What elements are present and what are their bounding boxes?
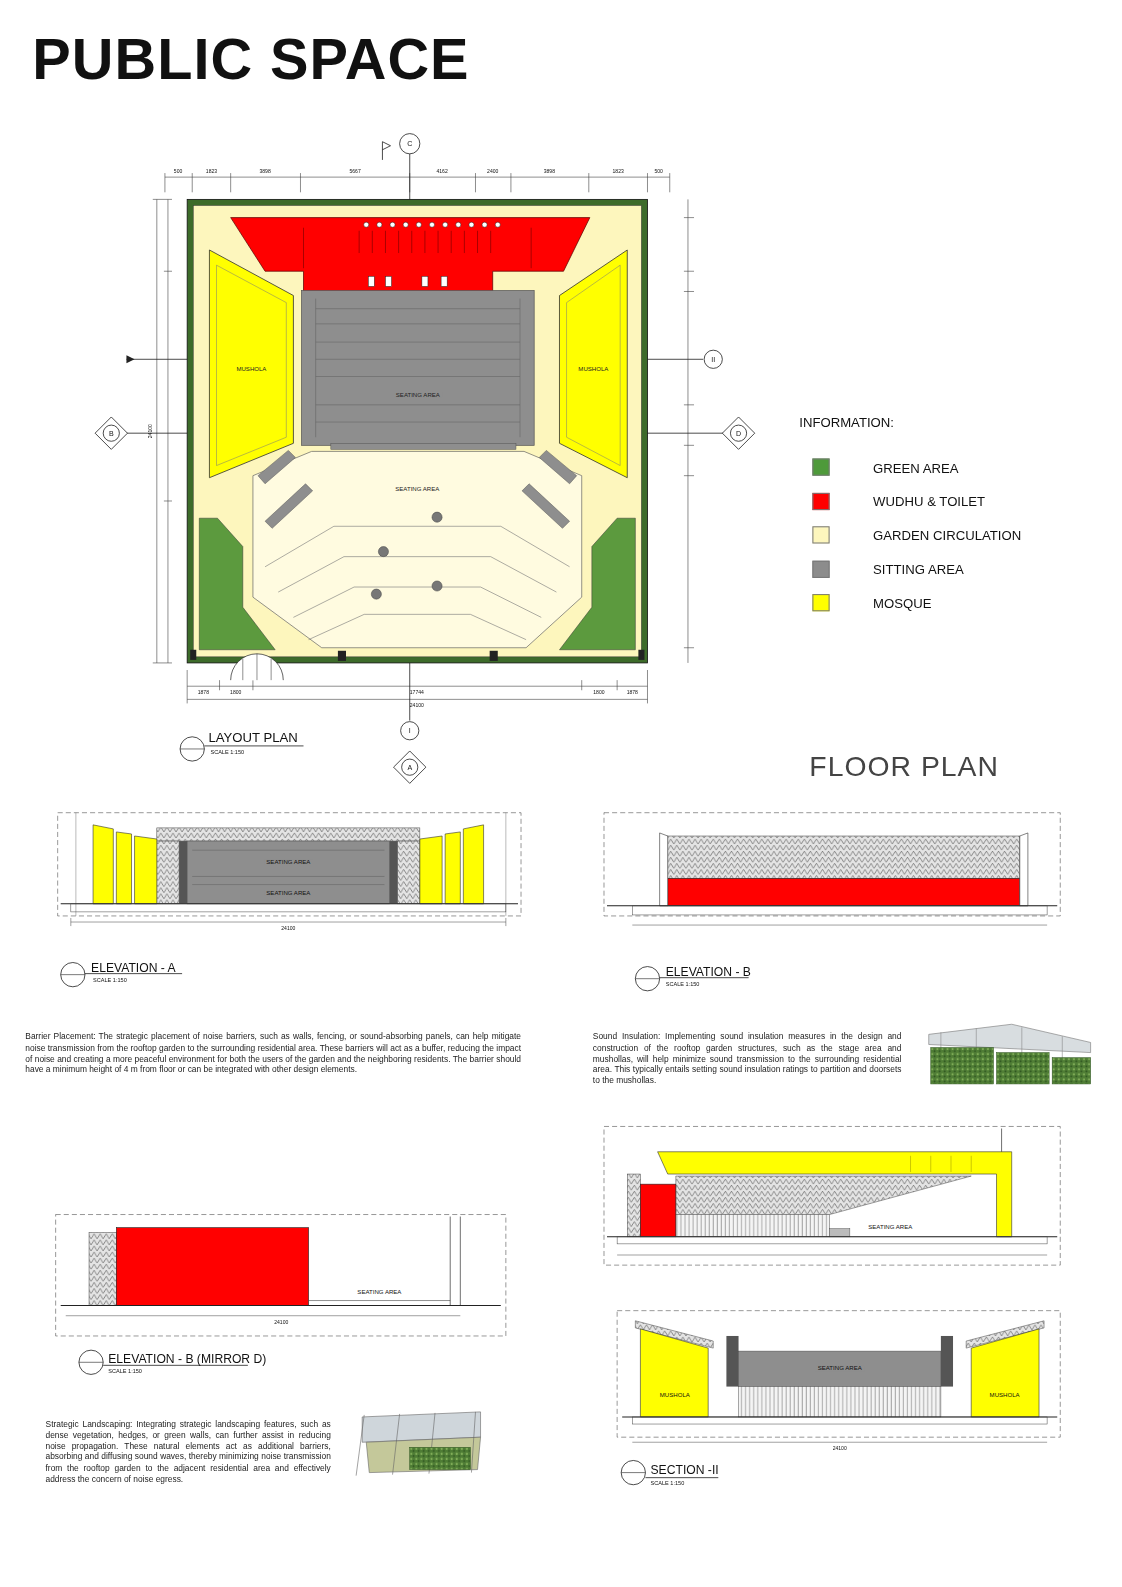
area-label: SEATING AREA (264, 859, 312, 865)
dimension: 5667 (349, 169, 360, 174)
zone-label: SEATING AREA (394, 392, 442, 398)
dimension: 3898 (259, 169, 270, 174)
drawing-title: SECTION -II (651, 1463, 719, 1475)
plan-zone: SEATING AREA (253, 451, 582, 647)
area-label: SEATING AREA (264, 890, 312, 896)
area-label: MUSHOLA (658, 1392, 692, 1398)
design-note: Strategic Landscaping: Integrating strat… (46, 1419, 331, 1484)
plan-zone: MUSHOLA (559, 296, 627, 444)
scale-note: SCALE 1:150 (93, 978, 127, 984)
area-label: SEATING AREA (866, 1224, 914, 1230)
legend-text: SITTING AREA (873, 563, 964, 576)
section-marker: A (407, 764, 412, 771)
dimension: 1800 (230, 690, 241, 695)
dimension: 1878 (198, 690, 209, 695)
dimension: 1878 (627, 690, 638, 695)
zone-label: MUSHOLA (234, 366, 268, 372)
dimension: 1823 (206, 169, 217, 174)
legend-swatch (812, 458, 829, 475)
legend-swatch (812, 526, 829, 543)
zone-label: SEATING AREA (393, 486, 441, 492)
section-marker: II (711, 356, 715, 363)
scale-note: SCALE 1:150 (651, 1481, 685, 1487)
scale-note: SCALE 1:150 (666, 982, 700, 988)
legend-text: GREEN AREA (873, 461, 959, 474)
drawing-title: ELEVATION - B (666, 966, 751, 978)
dimension: 500 (174, 169, 182, 174)
dimension: 3898 (544, 169, 555, 174)
dimension: 1823 (613, 169, 624, 174)
plan-zone: SEATING AREA (301, 290, 534, 445)
dimension: 1800 (593, 690, 604, 695)
legend-swatch (812, 492, 829, 509)
area-label: SEATING AREA (355, 1289, 403, 1295)
drawing-title: ELEVATION - B (MIRROR D) (108, 1353, 266, 1365)
dimension: 2400 (487, 169, 498, 174)
legend-heading: INFORMATION: (799, 416, 894, 429)
dimension: 24100 (281, 926, 295, 931)
legend-text: WUDHU & TOILET (873, 495, 985, 508)
scale-note: SCALE 1:150 (210, 750, 244, 756)
dimension: 500 (654, 169, 662, 174)
drawing-title: LAYOUT PLAN (208, 731, 297, 744)
section-marker: D (736, 430, 741, 437)
sheet-heading: FLOOR PLAN (809, 753, 999, 781)
area-label: MUSHOLA (988, 1392, 1022, 1398)
dimension: 17744 (410, 690, 424, 695)
dimension: 24100 (410, 703, 424, 708)
dimension: 4162 (436, 169, 447, 174)
dimension: 24100 (274, 1320, 288, 1325)
design-note: Barrier Placement: The strategic placeme… (25, 1031, 521, 1075)
scale-note: SCALE 1:150 (108, 1369, 142, 1375)
legend-swatch (812, 594, 829, 611)
section-marker: B (109, 430, 114, 437)
dimension: 24100 (833, 1446, 847, 1451)
design-note: Sound Insulation: Implementing sound ins… (593, 1031, 902, 1086)
plan-zone: MUSHOLA (209, 296, 293, 444)
section-marker: C (407, 140, 412, 147)
page-title: PUBLIC SPACE (32, 30, 469, 88)
legend-text: GARDEN CIRCULATION (873, 529, 1021, 542)
zone-label: MUSHOLA (576, 366, 610, 372)
legend-swatch (812, 560, 829, 577)
section-marker: I (409, 727, 411, 734)
area-label: SEATING AREA (816, 1365, 864, 1371)
drawing-title: ELEVATION - A (91, 961, 176, 973)
legend-text: MOSQUE (873, 597, 931, 610)
dimension: 24100 (148, 424, 153, 438)
